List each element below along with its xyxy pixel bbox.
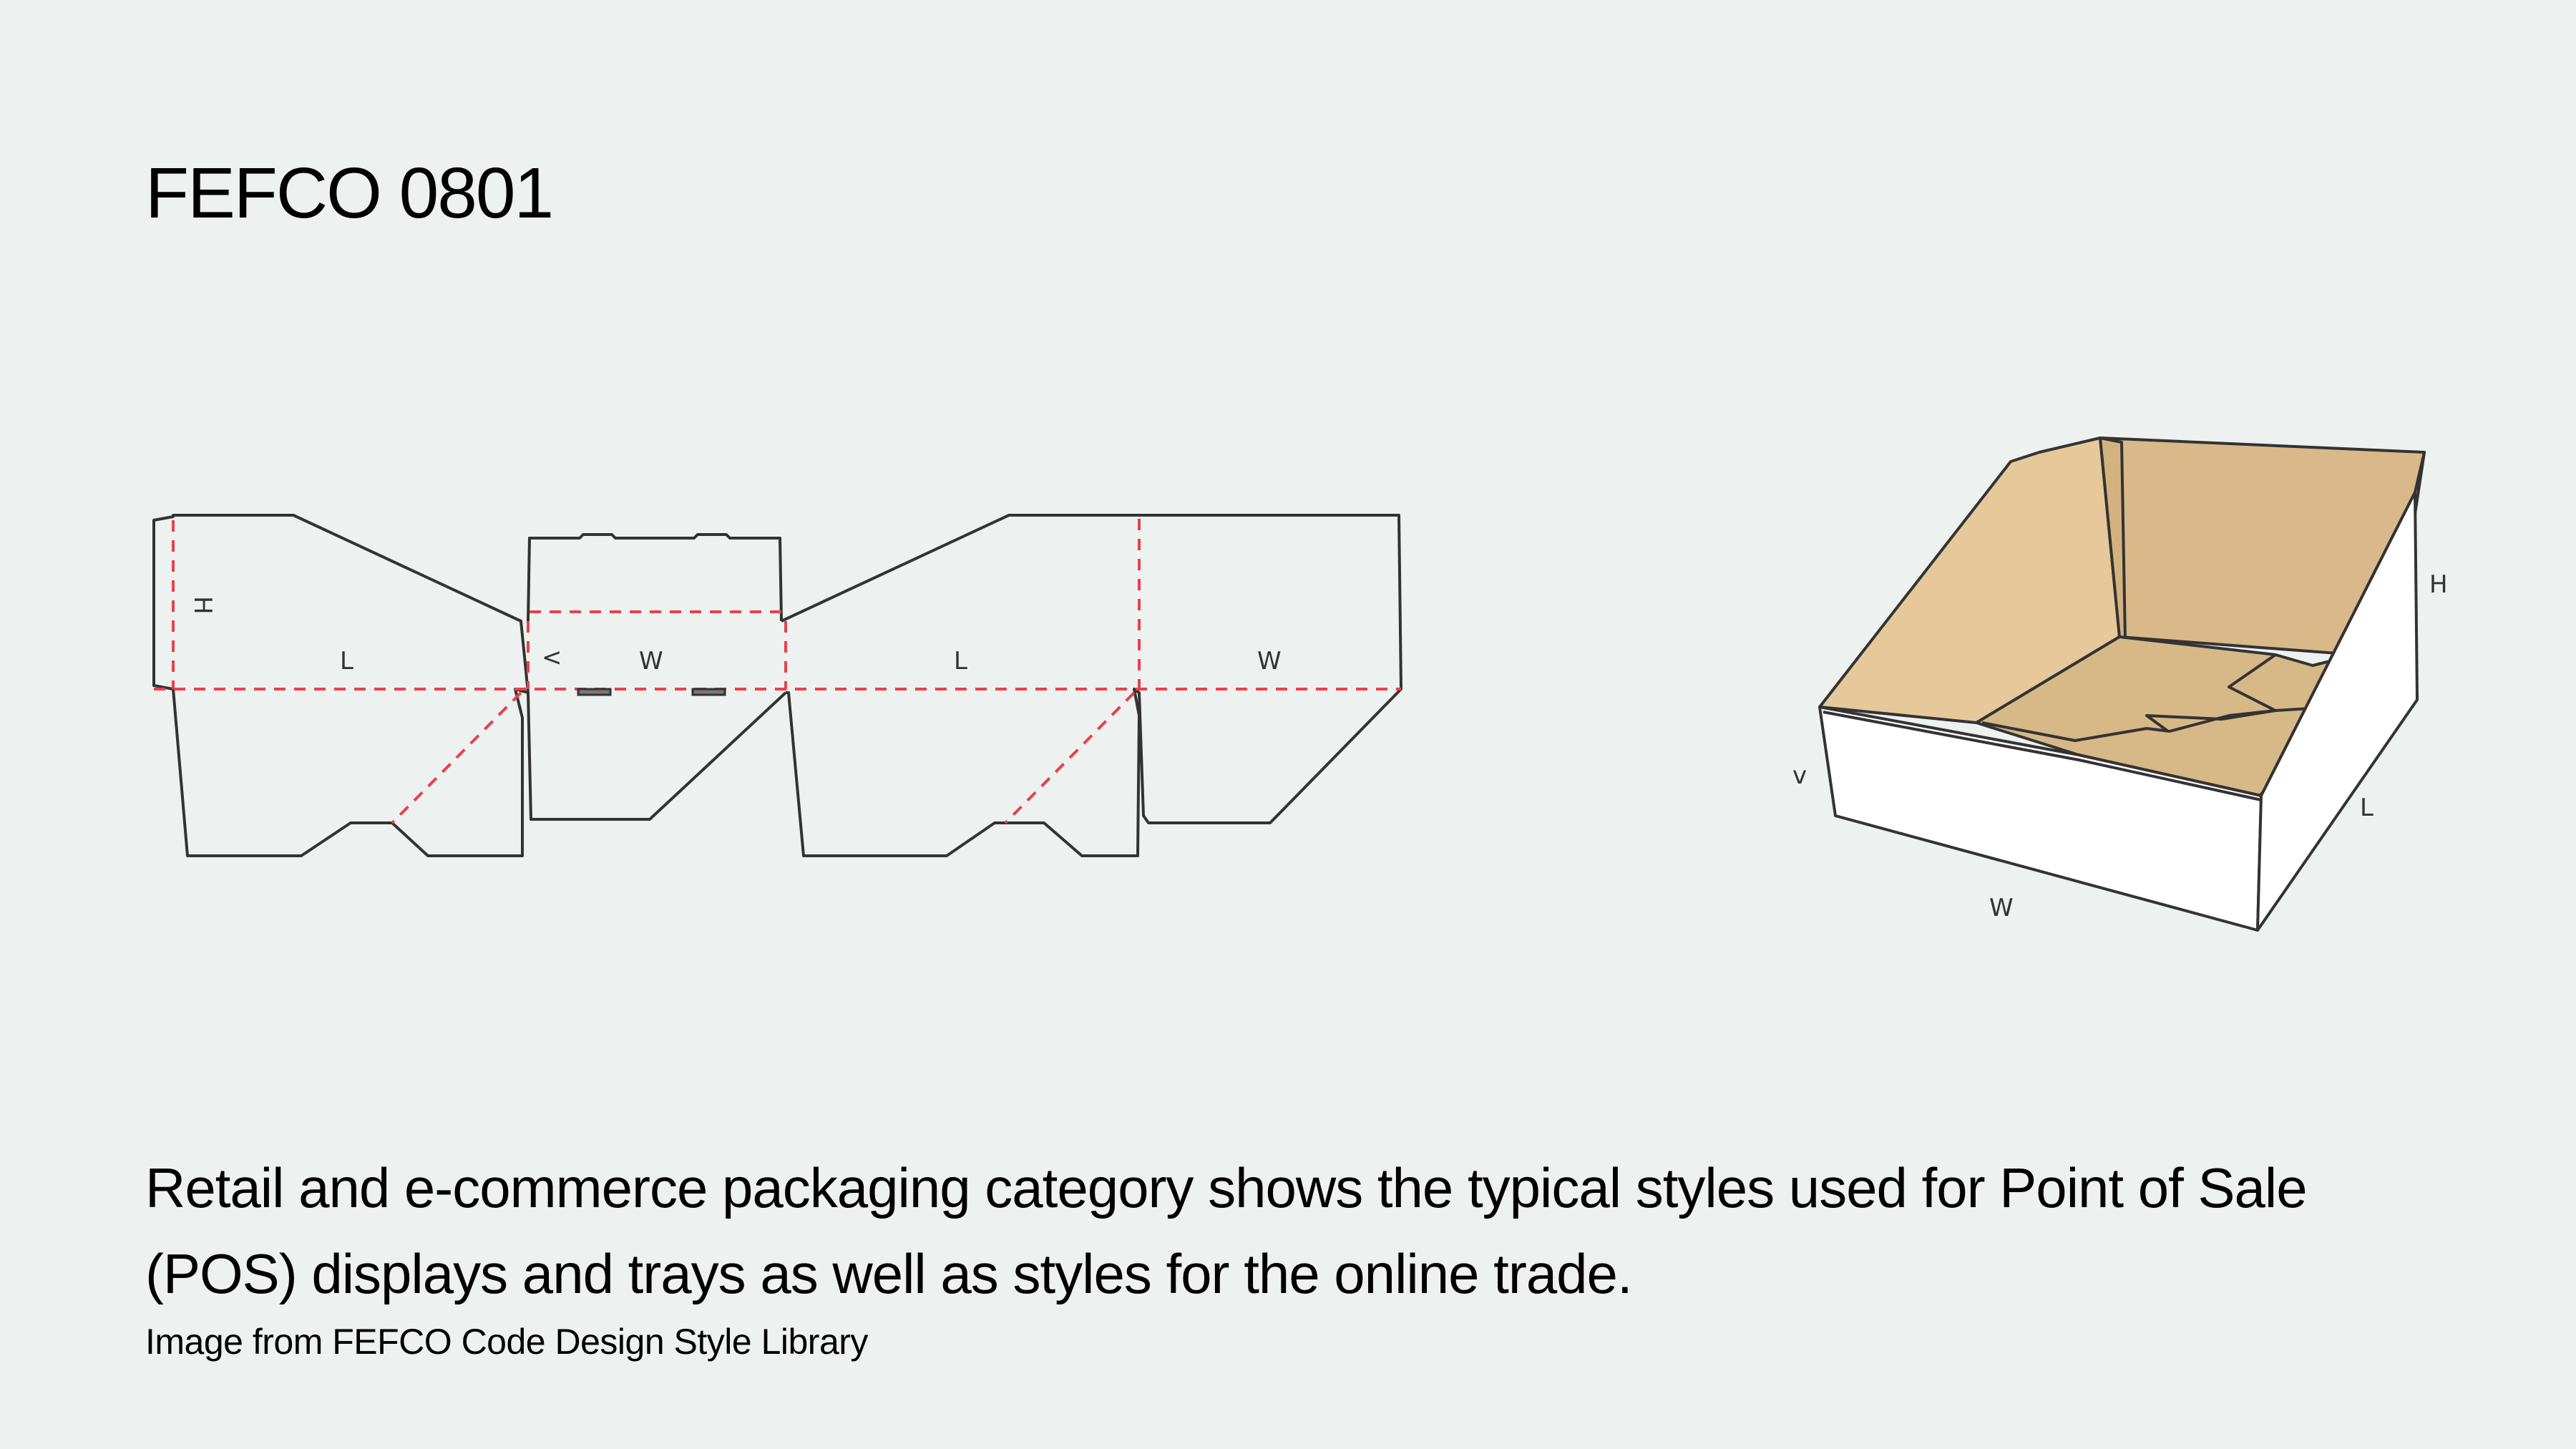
box-label-h: H xyxy=(2429,570,2448,599)
dieline-label-mark: < xyxy=(542,643,562,672)
box-label-mark: v xyxy=(1792,761,1807,790)
dieline-label-w2: W xyxy=(1257,647,1282,675)
box-3d xyxy=(1818,436,2426,932)
dieline-label-w1: W xyxy=(639,647,663,675)
crease-diagonal-left xyxy=(391,691,522,824)
box-label-l: L xyxy=(2360,794,2373,822)
dieline-right-panel xyxy=(781,514,1402,857)
box-right-outer-wall xyxy=(2256,491,2419,932)
image-credit: Image from FEFCO Code Design Style Libra… xyxy=(145,1322,868,1362)
description-text: Retail and e-commerce packaging category… xyxy=(145,1156,2308,1305)
slot-mark-1 xyxy=(577,688,612,696)
dieline-label-l2: L xyxy=(954,647,967,675)
box-label-w: W xyxy=(1989,894,2014,922)
dieline xyxy=(152,514,1402,857)
page-title: FEFCO 0801 xyxy=(145,153,554,233)
slot-mark-2 xyxy=(691,688,726,696)
dieline-creases xyxy=(154,519,1401,824)
dieline-label-h: H xyxy=(188,596,217,615)
box-front-lip xyxy=(1823,711,2262,801)
dieline-center-panel xyxy=(527,533,787,821)
crease-diagonal-right xyxy=(1004,691,1136,824)
dieline-left-panel xyxy=(152,514,530,857)
dieline-label-l1: L xyxy=(340,647,353,675)
dieline-slots xyxy=(577,688,726,696)
